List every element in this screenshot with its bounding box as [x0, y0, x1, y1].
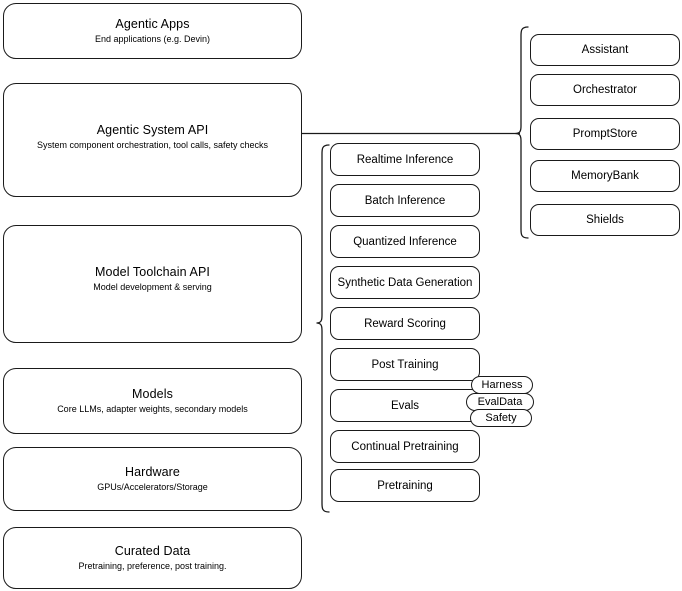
evals-pill-harness[interactable]: Harness — [471, 376, 533, 394]
agentic-component-box-promptstore[interactable]: PromptStore — [530, 118, 680, 150]
agentic-component-label: PromptStore — [572, 128, 638, 140]
toolchain-label: Batch Inference — [364, 194, 446, 207]
layer-subtitle: Core LLMs, adapter weights, secondary mo… — [57, 404, 248, 414]
agentic-component-label: Orchestrator — [573, 84, 637, 96]
layer-box-hardware[interactable]: Hardware GPUs/Accelerators/Storage — [3, 447, 302, 511]
agentic-component-label: Assistant — [581, 44, 629, 56]
toolchain-label: Pretraining — [377, 479, 433, 492]
toolchain-label: Realtime Inference — [356, 153, 454, 166]
layer-subtitle: End applications (e.g. Devin) — [94, 34, 211, 44]
toolchain-box-batch-inference[interactable]: Batch Inference — [330, 184, 480, 217]
toolchain-box-pretraining[interactable]: Pretraining — [330, 469, 480, 502]
toolchain-label: Reward Scoring — [364, 317, 446, 330]
layer-subtitle: GPUs/Accelerators/Storage — [97, 482, 208, 492]
evals-pill-label: EvalData — [477, 395, 523, 408]
layer-title: Curated Data — [114, 544, 191, 558]
layer-subtitle: System component orchestration, tool cal… — [36, 140, 269, 150]
layer-title: Models — [132, 387, 173, 401]
layer-box-agentic-apps[interactable]: Agentic Apps End applications (e.g. Devi… — [3, 3, 302, 59]
toolchain-label: Synthetic Data Generation — [337, 276, 473, 289]
agentic-component-box-shields[interactable]: Shields — [530, 204, 680, 236]
toolchain-label: Evals — [390, 399, 420, 412]
layer-box-model-toolchain-api[interactable]: Model Toolchain API Model development & … — [3, 225, 302, 343]
layer-subtitle: Model development & serving — [93, 282, 212, 292]
layer-title: Agentic System API — [96, 123, 209, 137]
toolchain-box-synthetic-data-generation[interactable]: Synthetic Data Generation — [330, 266, 480, 299]
toolchain-box-reward-scoring[interactable]: Reward Scoring — [330, 307, 480, 340]
toolchain-box-quantized-inference[interactable]: Quantized Inference — [330, 225, 480, 258]
evals-pill-safety[interactable]: Safety — [470, 409, 532, 427]
toolchain-box-evals[interactable]: Evals — [330, 389, 480, 422]
agentic-component-box-orchestrator[interactable]: Orchestrator — [530, 74, 680, 106]
toolchain-label: Post Training — [371, 358, 439, 371]
toolchain-box-post-training[interactable]: Post Training — [330, 348, 480, 381]
layer-box-models[interactable]: Models Core LLMs, adapter weights, secon… — [3, 368, 302, 434]
layer-title: Agentic Apps — [115, 17, 190, 31]
layer-title: Model Toolchain API — [95, 265, 210, 279]
layer-box-agentic-system-api[interactable]: Agentic System API System component orch… — [3, 83, 302, 197]
evals-pill-label: Safety — [485, 411, 517, 424]
agentic-component-box-assistant[interactable]: Assistant — [530, 34, 680, 66]
toolchain-box-continual-pretraining[interactable]: Continual Pretraining — [330, 430, 480, 463]
agentic-component-box-memorybank[interactable]: MemoryBank — [530, 160, 680, 192]
toolchain-label: Continual Pretraining — [351, 440, 459, 453]
layer-title: Hardware — [125, 465, 180, 479]
toolchain-box-realtime-inference[interactable]: Realtime Inference — [330, 143, 480, 176]
toolchain-label: Quantized Inference — [353, 235, 457, 248]
agentic-component-label: Shields — [586, 214, 624, 226]
layer-box-curated-data[interactable]: Curated Data Pretraining, preference, po… — [3, 527, 302, 589]
agentic-component-label: MemoryBank — [571, 170, 639, 182]
layer-subtitle: Pretraining, preference, post training. — [78, 561, 227, 571]
evals-pill-label: Harness — [481, 378, 523, 391]
